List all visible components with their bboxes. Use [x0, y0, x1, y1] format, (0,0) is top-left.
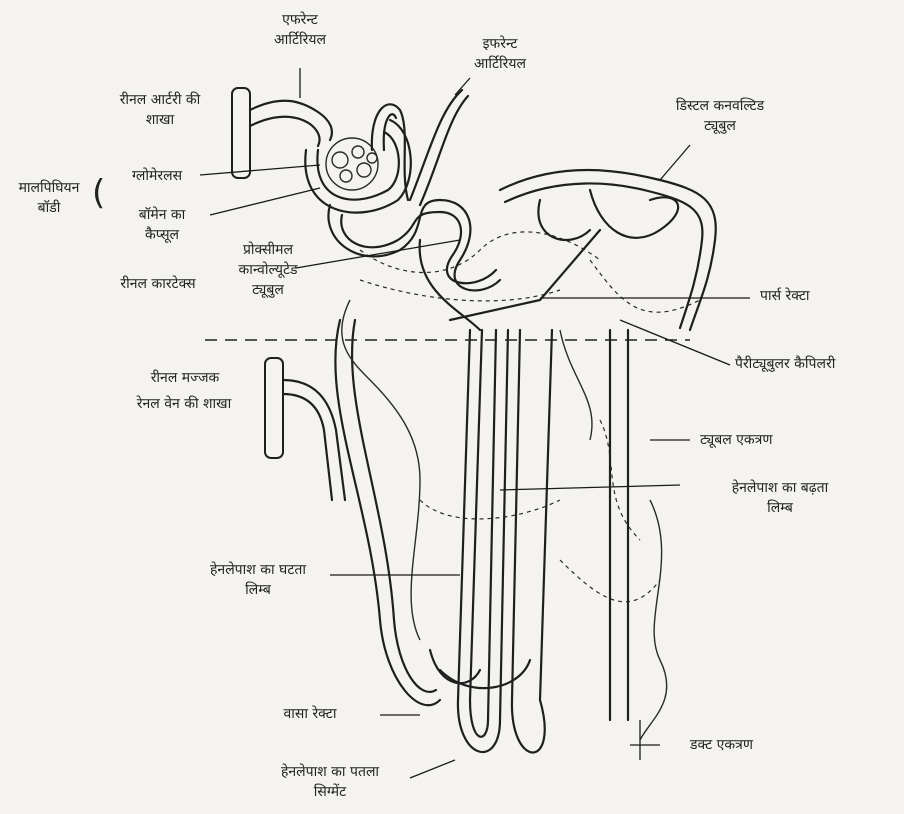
glomerulus [326, 138, 378, 190]
label-bowman-capsule: बॉमेन का कैप्सूल [112, 205, 212, 245]
label-renal-artery-branch: रीनल आर्टरी की शाखा [90, 90, 230, 130]
label-vasa-recta: वासा रेक्टा [250, 704, 370, 724]
label-henle-thick-limb: हेनलेपाश का बढ़ता लिम्ब [690, 478, 870, 518]
malpighian-line-2: बॉडी [4, 198, 94, 218]
proximal-line-3: ट्यूबुल [208, 280, 328, 300]
renal-artery-line-2: शाखा [90, 110, 230, 130]
label-afferent-arteriole: इफरेन्ट आर्टिरियल [440, 34, 560, 74]
peritubular-capillaries [360, 232, 700, 602]
label-efferent-arteriole: एफरेन्ट आर्टिरियल [240, 10, 360, 50]
label-malpighian-body: मालपिघियन बॉडी [4, 178, 94, 218]
label-proximal-tubule: प्रोक्सीमल कान्वोल्यूटेड ट्यूबुल [208, 240, 328, 300]
label-distal-tubule: डिस्टल कनवल्टिड ट्यूबुल [640, 96, 800, 136]
label-collecting-tubule: ट्यूबल एकत्रण [700, 430, 850, 450]
proximal-tubule [328, 200, 500, 330]
bowman-line-1: बॉमेन का [112, 205, 212, 225]
label-renal-medulla: रीनल मज्जक [110, 368, 260, 388]
pars-recta [450, 230, 600, 320]
efferent-arteriole [372, 104, 408, 200]
henle-desc-line-1: हेनलेपाश का घटता [178, 560, 338, 580]
label-henle-thin-segment: हेनलेपाश का पतला सिग्मेंट [250, 762, 410, 802]
proximal-line-1: प्रोक्सीमल [208, 240, 328, 260]
label-pars-recta: पार्स रेक्टा [760, 286, 860, 306]
label-glomerulus: ग्लोमेरलस [112, 166, 202, 186]
label-henle-descending-limb: हेनलेपाश का घटता लिम्ब [178, 560, 338, 600]
label-renal-vein-branch: रेनल वेन की शाखा [104, 394, 264, 414]
renal-vein-branch [265, 358, 345, 500]
label-collecting-duct: डक्ट एकत्रण [690, 735, 810, 755]
malpighian-line-1: मालपिघियन [4, 178, 94, 198]
distal-tubule [500, 170, 716, 330]
collecting-duct [610, 330, 660, 760]
henle-thick-line-2: लिम्ब [690, 498, 870, 518]
malpighian-bracket: ( [92, 176, 105, 210]
efferent-line-2: आर्टिरियल [240, 30, 360, 50]
afferent-line-1: इफरेन्ट [440, 34, 560, 54]
label-peritubular-capillary: पैरीट्यूबुलर कैपिलरी [735, 354, 900, 374]
afferent-line-2: आर्टिरियल [440, 54, 560, 74]
renal-artery-line-1: रीनल आर्टरी की [90, 90, 230, 110]
distal-line-1: डिस्टल कनवल्टिड [640, 96, 800, 116]
henle-thin-line-2: सिग्मेंट [250, 782, 410, 802]
henle-loop [458, 330, 552, 753]
distal-line-2: ट्यूबुल [640, 116, 800, 136]
bowman-line-2: कैप्सूल [112, 225, 212, 245]
afferent-arteriole [410, 90, 462, 200]
henle-thick-line-1: हेनलेपाश का बढ़ता [690, 478, 870, 498]
efferent-line-1: एफरेन्ट [240, 10, 360, 30]
label-renal-cortex: रीनल कारटेक्स [98, 274, 218, 294]
proximal-line-2: कान्वोल्यूटेड [208, 260, 328, 280]
henle-desc-line-2: लिम्ब [178, 580, 338, 600]
henle-thin-line-1: हेनलेपाश का पतला [250, 762, 410, 782]
